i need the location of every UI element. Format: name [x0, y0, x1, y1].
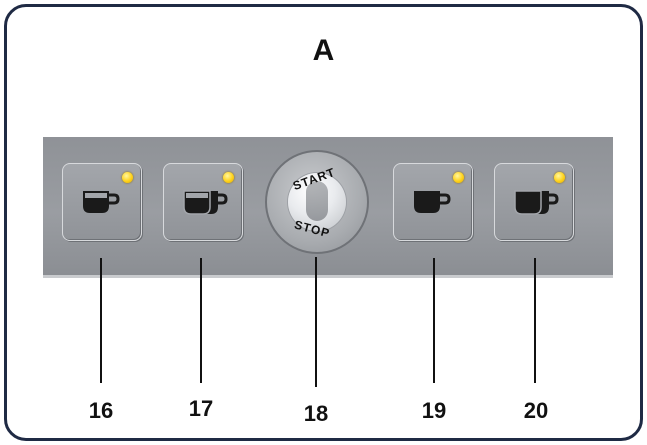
double-cup-icon: [514, 190, 559, 215]
callout-number-17: 17: [188, 396, 214, 421]
single-cup-icon: [414, 191, 451, 213]
control-panel-shadow: [43, 275, 613, 278]
knob-center: [288, 173, 346, 231]
led-indicator: [453, 172, 464, 183]
diagram-title: A: [312, 34, 335, 67]
callout-number-18: 18: [303, 401, 329, 426]
double-espresso-button[interactable]: [163, 163, 243, 241]
callout-number-20: 20: [523, 398, 549, 423]
led-indicator: [223, 172, 234, 183]
callout-line-17: [200, 258, 202, 383]
callout-line-18: [315, 257, 317, 387]
callout-number-19: 19: [421, 398, 447, 423]
led-indicator: [122, 172, 133, 183]
callout-line-19: [433, 258, 435, 383]
single-espresso-button[interactable]: [62, 163, 142, 241]
double-coffee-button[interactable]: [494, 163, 574, 241]
single-coffee-button[interactable]: [393, 163, 473, 241]
callout-number-16: 16: [88, 398, 114, 423]
led-indicator: [554, 172, 565, 183]
callout-line-16: [100, 258, 102, 383]
double-cup-icon: [183, 190, 228, 215]
single-cup-icon: [83, 191, 120, 213]
start-stop-knob[interactable]: START STOP: [265, 150, 369, 254]
callout-line-20: [534, 258, 536, 383]
